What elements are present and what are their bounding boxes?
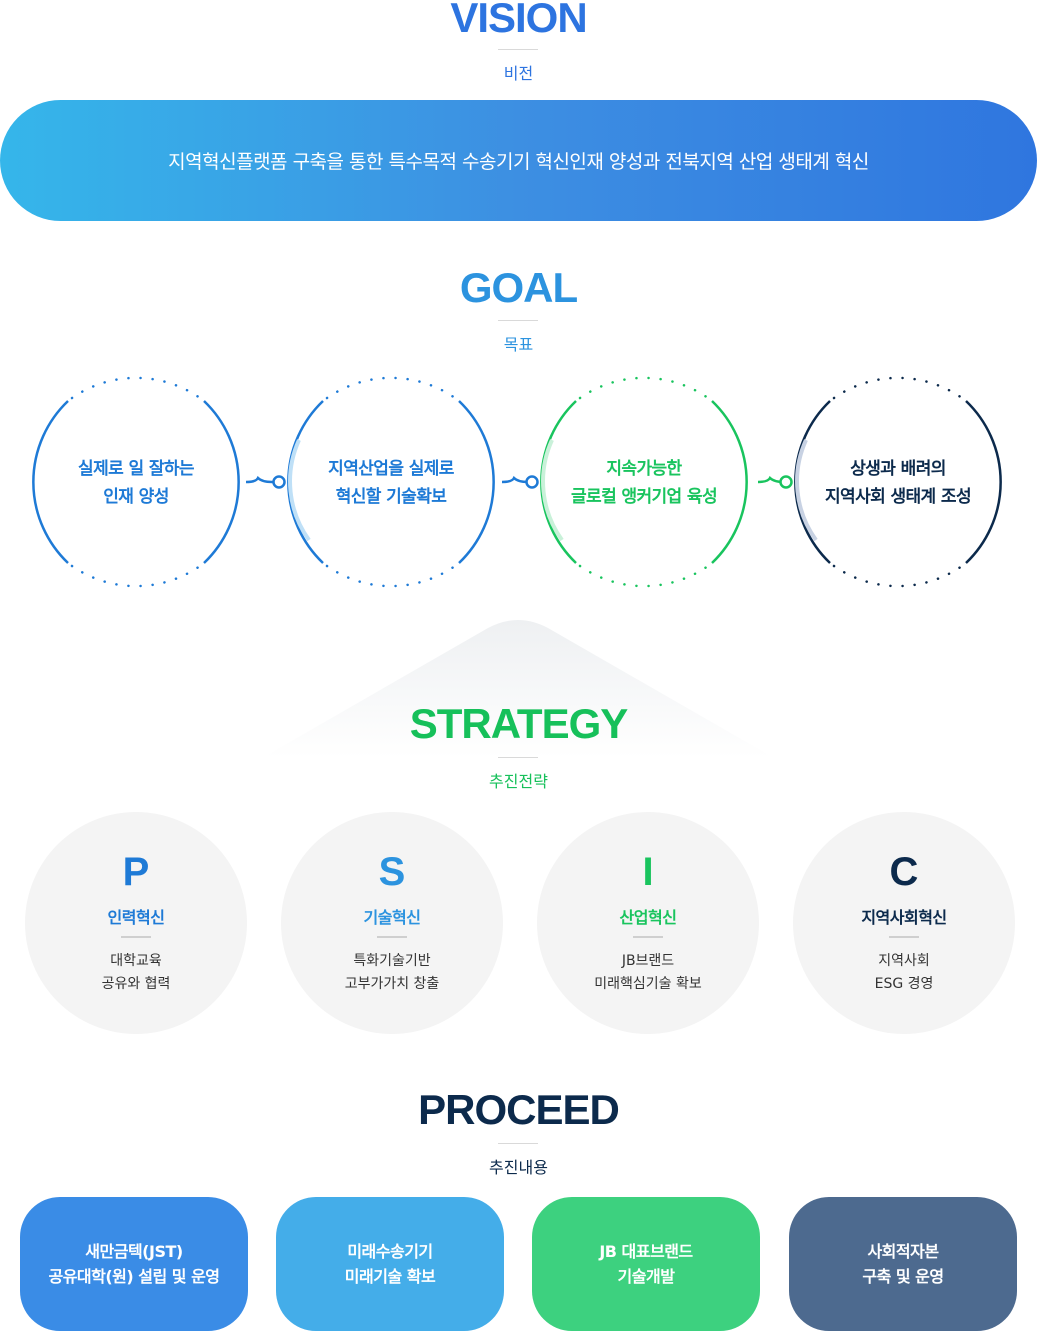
strategy-divider-line xyxy=(377,936,407,938)
strategy-desc: 대학교육 공유와 협력 xyxy=(25,950,247,996)
strategy-desc-line1: 대학교육 xyxy=(110,953,162,969)
goal-item-2: 지역산업을 실제로 혁신할 기술확보 xyxy=(279,455,503,511)
strategy-item-c: C 지역사회혁신 지역사회 ESG 경영 xyxy=(793,812,1015,1034)
strategy-desc-line2: ESG 경영 xyxy=(874,976,934,992)
proceed-item-2-line2: 미래기술 확보 xyxy=(344,1267,436,1286)
strategy-name: 기술혁신 xyxy=(363,908,421,927)
proceed-title: PROCEED xyxy=(418,1086,620,1133)
goal-ring-2 xyxy=(287,376,495,588)
proceed-item-3-line2: 기술개발 xyxy=(617,1267,675,1286)
proceed-item-2: 미래수송기기 미래기술 확보 xyxy=(276,1197,504,1331)
strategy-letter: P xyxy=(122,850,150,894)
strategy-divider-line xyxy=(633,936,663,938)
strategy-divider-line xyxy=(121,936,151,938)
goal-ring-1 xyxy=(32,376,240,588)
goal-item-3-line2: 글로컬 앵커기업 육성 xyxy=(571,487,718,507)
strategy-desc: 특화기술기반 고부가가치 창출 xyxy=(281,950,503,996)
strategy-letter: C xyxy=(889,850,919,894)
strategy-background-triangle xyxy=(262,620,774,758)
goal-item-1-line1: 실제로 일 잘하는 xyxy=(78,459,195,479)
strategy-name: 산업혁신 xyxy=(619,908,677,927)
goal-ring-4 xyxy=(794,376,1002,588)
goal-item-2-line2: 혁신할 기술확보 xyxy=(335,487,447,507)
strategy-item-i: I 산업혁신 JB브랜드 미래핵심기술 확보 xyxy=(537,812,759,1034)
goal-item-3: 지속가능한 글로컬 앵커기업 육성 xyxy=(532,455,756,511)
strategy-letter: S xyxy=(378,850,406,894)
strategy-desc-line2: 공유와 협력 xyxy=(101,976,171,992)
goal-connectors xyxy=(245,475,793,489)
goal-item-4: 상생과 배려의 지역사회 생태계 조성 xyxy=(786,455,1010,511)
vision-divider xyxy=(498,49,538,50)
goal-item-2-line1: 지역산업을 실제로 xyxy=(328,459,454,479)
strategy-desc-line1: 지역사회 xyxy=(878,953,930,969)
goal-divider xyxy=(498,320,538,321)
goal-item-4-line1: 상생과 배려의 xyxy=(850,459,946,479)
goal-item-1-line2: 인재 양성 xyxy=(103,487,169,507)
strategy-divider-line xyxy=(889,936,919,938)
goal-item-1: 실제로 일 잘하는 인재 양성 xyxy=(24,455,248,511)
proceed-item-3-line1: JB 대표브랜드 xyxy=(599,1242,693,1261)
proceed-subtitle: 추진내용 xyxy=(489,1158,548,1177)
strategy-name: 지역사회혁신 xyxy=(861,908,947,927)
strategy-letter: I xyxy=(642,850,654,894)
strategy-desc-line1: 특화기술기반 xyxy=(353,953,431,969)
proceed-item-1-line1: 새만금텍(JST) xyxy=(85,1242,183,1261)
strategy-desc-line1: JB브랜드 xyxy=(621,953,675,969)
vision-subtitle: 비전 xyxy=(503,64,534,83)
strategy-title: STRATEGY xyxy=(409,700,629,747)
goal-item-4-line2: 지역사회 생태계 조성 xyxy=(825,487,972,507)
proceed-divider xyxy=(498,1143,538,1144)
proceed-item-1-line2: 공유대학(원) 설립 및 운영 xyxy=(48,1267,220,1286)
proceed-item-3: JB 대표브랜드 기술개발 xyxy=(532,1197,760,1331)
strategy-item-s: S 기술혁신 특화기술기반 고부가가치 창출 xyxy=(281,812,503,1034)
proceed-item-4-line1: 사회적자본 xyxy=(867,1242,939,1261)
goal-item-3-line1: 지속가능한 xyxy=(606,459,682,479)
goal-subtitle: 목표 xyxy=(503,335,534,354)
vision-title: VISION xyxy=(450,0,587,41)
strategy-name: 인력혁신 xyxy=(107,908,165,927)
vision-statement: 지역혁신플랫폼 구축을 통한 특수목적 수송기기 혁신인재 양성과 전북지역 산… xyxy=(168,151,869,173)
vision-statement-bar: 지역혁신플랫폼 구축을 통한 특수목적 수송기기 혁신인재 양성과 전북지역 산… xyxy=(0,100,1037,221)
strategy-divider xyxy=(498,757,538,758)
proceed-item-1: 새만금텍(JST) 공유대학(원) 설립 및 운영 xyxy=(20,1197,248,1331)
proceed-item-4: 사회적자본 구축 및 운영 xyxy=(789,1197,1017,1331)
strategy-desc-line2: 미래핵심기술 확보 xyxy=(594,976,702,992)
strategy-desc: 지역사회 ESG 경영 xyxy=(793,950,1015,996)
goal-title: GOAL xyxy=(459,264,578,311)
strategy-desc: JB브랜드 미래핵심기술 확보 xyxy=(537,950,759,996)
strategy-subtitle: 추진전략 xyxy=(489,772,548,791)
proceed-item-2-line1: 미래수송기기 xyxy=(347,1242,433,1261)
strategy-item-p: P 인력혁신 대학교육 공유와 협력 xyxy=(25,812,247,1034)
proceed-item-4-line2: 구축 및 운영 xyxy=(862,1267,944,1286)
strategy-desc-line2: 고부가가치 창출 xyxy=(344,976,440,992)
goal-ring-3 xyxy=(540,376,748,588)
